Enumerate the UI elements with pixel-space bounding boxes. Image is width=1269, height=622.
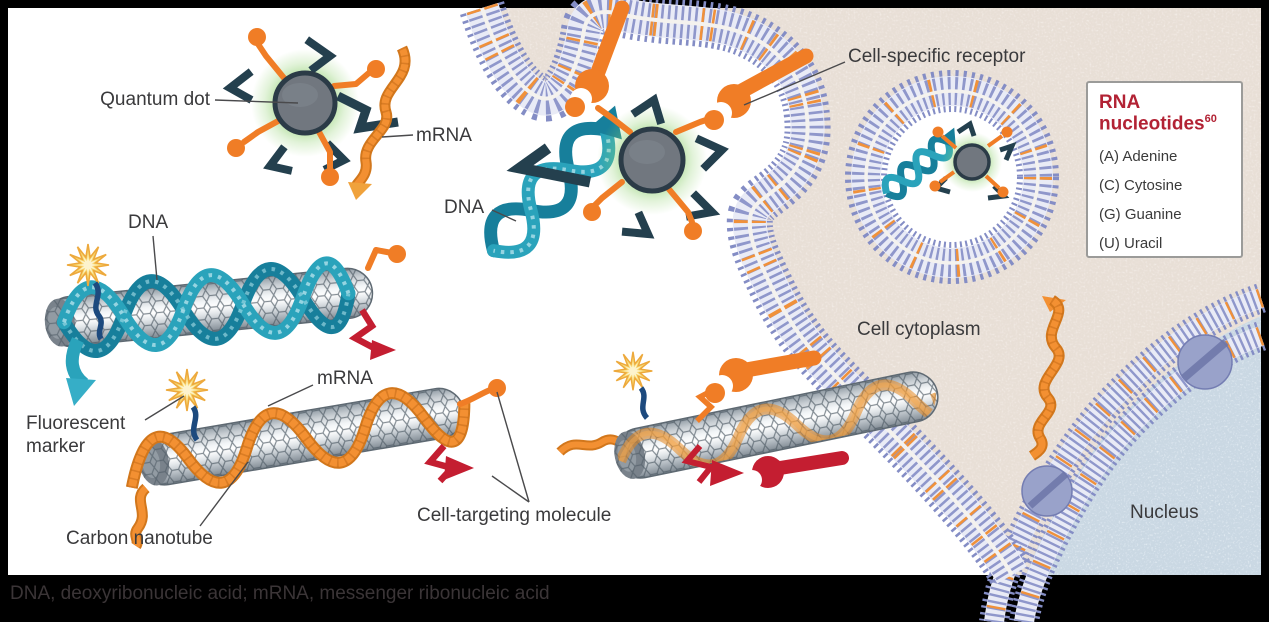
carbon-nanotube-label: Carbon nanotube bbox=[66, 528, 213, 549]
quantum-dot-label: Quantum dot bbox=[100, 89, 210, 110]
cell-targeting-molecule-label: Cell-targeting molecule bbox=[417, 505, 612, 526]
nuclear-pore bbox=[1021, 465, 1073, 517]
fluorescent-marker-1 bbox=[66, 243, 110, 341]
rna-legend-item-adenine: (A) Adenine bbox=[1099, 147, 1178, 165]
bound-receptor-orange bbox=[695, 350, 822, 423]
nuclear-pore bbox=[1177, 334, 1233, 390]
rna-legend-item-cytosine: (C) Cytosine bbox=[1099, 176, 1183, 194]
mrna-label-top: mRNA bbox=[416, 125, 472, 146]
cell-targeting-molecule-red-1 bbox=[348, 308, 396, 360]
mrna-label-nanotube: mRNA bbox=[317, 368, 373, 389]
cell-receptor-left bbox=[565, 0, 630, 117]
vesicle-quantum-dot bbox=[881, 120, 1017, 201]
mrna-strand-1 bbox=[348, 45, 411, 200]
leader-lines bbox=[144, 61, 846, 527]
nucleus-label: Nucleus bbox=[1130, 502, 1199, 523]
cell-receptor-right bbox=[704, 48, 814, 130]
rna-nucleotides-legend: RNA nucleotides60 (A) Adenine (C) Cytosi… bbox=[1086, 81, 1243, 258]
rna-legend-item-guanine: (G) Guanine bbox=[1099, 205, 1182, 223]
cell-cytoplasm-region bbox=[482, 8, 1261, 575]
rna-legend-citation: 60 bbox=[1204, 113, 1217, 126]
quantum-dot-1-graphic bbox=[222, 28, 399, 186]
cell-specific-receptor-label: Cell-specific receptor bbox=[848, 46, 1026, 67]
fluorescent-marker-label: Fluorescent marker bbox=[26, 413, 126, 457]
rna-legend-item-uracil: (U) Uracil bbox=[1099, 234, 1163, 252]
cell-targeting-molecule-orange-1 bbox=[365, 245, 406, 271]
dna-helix-tail bbox=[65, 337, 96, 406]
mrna-strand-cytoplasm bbox=[1028, 295, 1066, 461]
carbon-nanotube-dna bbox=[41, 256, 376, 358]
rna-legend-title: RNA nucleotides60 bbox=[1099, 92, 1217, 135]
cell-cytoplasm-label: Cell cytoplasm bbox=[857, 319, 981, 340]
fluorescent-marker-2 bbox=[165, 368, 209, 442]
bound-receptor-red bbox=[681, 444, 849, 490]
carbon-nanotube-membrane bbox=[609, 366, 944, 484]
abbreviation-caption: DNA, deoxyribonucleic acid; mRNA, messen… bbox=[10, 583, 550, 604]
cell-targeting-molecule-red-2 bbox=[424, 443, 474, 484]
dna-label-center: DNA bbox=[444, 197, 485, 218]
carbon-nanotube-mrna bbox=[125, 383, 471, 490]
fluorescent-marker-3 bbox=[612, 350, 654, 420]
dna-label-nanotube: DNA bbox=[128, 212, 169, 233]
mrna-tail bbox=[132, 485, 149, 548]
cell-targeting-molecule-orange-2 bbox=[457, 379, 506, 407]
